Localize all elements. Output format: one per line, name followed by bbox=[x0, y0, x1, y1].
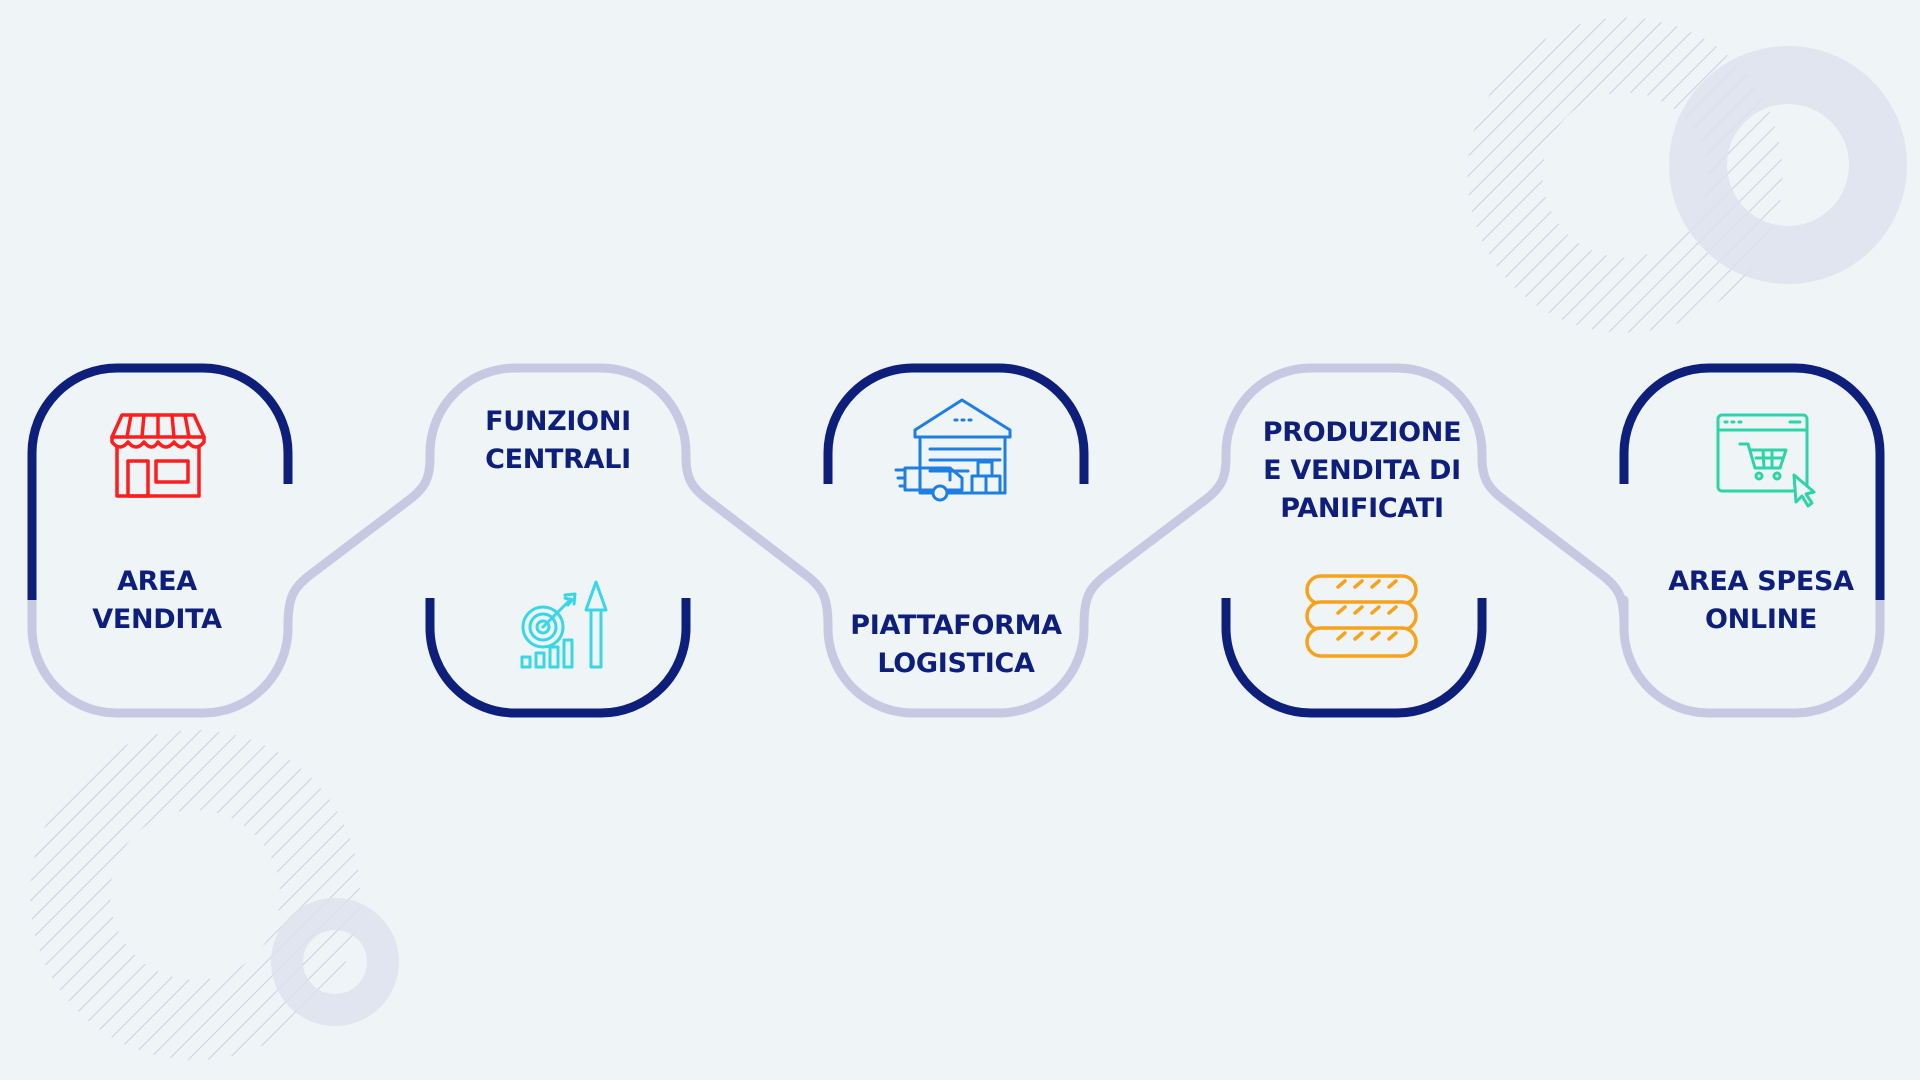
decor-hatched-ring-top bbox=[1467, 17, 1783, 333]
decor-hatched-ring-bottom bbox=[30, 730, 360, 1060]
frame-area-spesa-online-bottom bbox=[1619, 595, 1885, 718]
bread-loaves-icon bbox=[1305, 574, 1418, 658]
online-shopping-cart-icon bbox=[1716, 413, 1816, 508]
frame-piattaforma-logistica-bottom bbox=[823, 620, 1089, 718]
step-label-piattaforma-logistica: PIATTAFORMA LOGISTICA bbox=[850, 610, 1062, 679]
arc-produzione-bottom bbox=[1221, 598, 1487, 718]
target-growth-chart-icon bbox=[520, 580, 608, 669]
step-label-produzione-panificati: PRODUZIONE E VENDITA DI PANIFICATI bbox=[1262, 417, 1462, 524]
link-2 bbox=[681, 453, 833, 630]
step-label-area-vendita: AREA VENDITA bbox=[92, 566, 222, 635]
arc-funzioni-centrali-bottom bbox=[425, 598, 691, 718]
storefront-icon bbox=[110, 413, 206, 498]
frame-funzioni-centrali-top bbox=[425, 363, 691, 463]
link-3 bbox=[1079, 453, 1231, 630]
warehouse-truck-icon bbox=[894, 398, 1012, 502]
step-label-area-spesa-online: AREA SPESA ONLINE bbox=[1668, 566, 1854, 635]
step-label-funzioni-centrali: FUNZIONI CENTRALI bbox=[485, 406, 631, 475]
frame-produzione-top bbox=[1221, 363, 1487, 463]
decor-ring-bottom bbox=[271, 898, 399, 1026]
arc-piattaforma-logistica-top bbox=[823, 363, 1089, 484]
frame-area-vendita-bottom bbox=[27, 595, 293, 718]
connector-path bbox=[27, 363, 1885, 718]
arc-area-spesa-online-top bbox=[1619, 363, 1885, 600]
arc-area-vendita-top bbox=[27, 363, 293, 600]
decor-ring-top bbox=[1669, 46, 1907, 284]
link-4 bbox=[1477, 453, 1629, 630]
dark-arcs bbox=[27, 363, 1885, 718]
link-1 bbox=[283, 453, 435, 630]
decorative-background bbox=[30, 17, 1907, 1060]
